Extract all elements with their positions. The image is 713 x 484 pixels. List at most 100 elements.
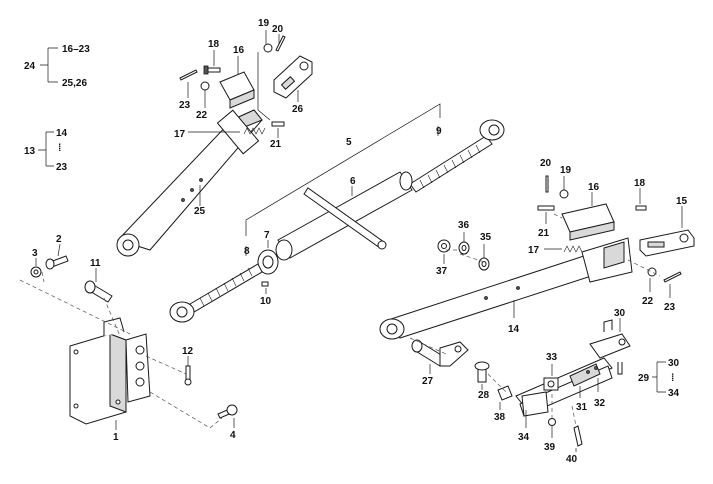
- group-24-range-top: 16–23: [62, 44, 90, 55]
- label-38: 38: [494, 412, 506, 423]
- pin-23-left: [179, 69, 198, 81]
- label-7: 7: [264, 230, 270, 241]
- top-link-body-6: [275, 171, 413, 261]
- label-4: 4: [230, 430, 236, 441]
- label-11: 11: [90, 258, 101, 269]
- nut-3: [30, 266, 42, 278]
- label-19-right: 19: [560, 165, 572, 176]
- label-12: 12: [182, 346, 194, 357]
- label-26: 26: [292, 104, 304, 115]
- bolt-2: [45, 255, 69, 270]
- washer-37: [437, 239, 451, 253]
- pin-40: [573, 425, 583, 447]
- label-16-left: 16: [233, 45, 245, 56]
- bolt-4: [217, 404, 238, 419]
- label-1: 1: [113, 432, 119, 443]
- pin-11: [84, 280, 113, 303]
- lock-nut-7: [257, 249, 279, 275]
- group-29-bottom: 34: [668, 388, 680, 399]
- label-30: 30: [614, 308, 626, 319]
- label-19-left: 19: [258, 18, 270, 29]
- top-link-end-8: [169, 263, 263, 323]
- group-29-mid: ⁞: [671, 373, 674, 384]
- label-31: 31: [576, 402, 588, 413]
- label-5: 5: [346, 137, 352, 148]
- bolt-18-left: [203, 65, 221, 75]
- pin-20-left: [275, 35, 286, 52]
- label-8: 8: [244, 246, 250, 257]
- label-32: 32: [594, 398, 606, 409]
- label-14: 14: [508, 324, 520, 335]
- label-33: 33: [546, 352, 558, 363]
- group-bracket-29: 29 30 ⁞ 34: [638, 358, 680, 399]
- label-21-right: 21: [538, 228, 550, 239]
- label-29: 29: [638, 373, 650, 384]
- label-6: 6: [350, 176, 356, 187]
- label-2: 2: [56, 234, 62, 245]
- label-17-right: 17: [528, 245, 540, 256]
- label-13: 13: [24, 146, 36, 157]
- screw-21-left: [271, 121, 285, 127]
- screw-21-right: [537, 205, 555, 211]
- pivot-pin-27: [411, 339, 469, 367]
- label-27: 27: [422, 376, 434, 387]
- group-29-top: 30: [668, 358, 680, 369]
- label-22-left: 22: [196, 110, 208, 121]
- bracket-30: [589, 319, 631, 375]
- label-21-left: 21: [270, 139, 282, 150]
- label-16-right: 16: [588, 182, 600, 193]
- label-40: 40: [566, 454, 578, 465]
- label-17-left: 17: [174, 129, 186, 140]
- label-37: 37: [436, 266, 448, 277]
- screw-28: [474, 361, 490, 383]
- pin-10: [261, 281, 269, 287]
- stabilizer-assembly-31-32: [515, 357, 613, 417]
- label-9: 9: [436, 126, 442, 137]
- pin-20-right: [545, 175, 549, 193]
- label-28: 28: [478, 390, 490, 401]
- label-18-left: 18: [208, 39, 220, 50]
- block-33: [543, 377, 559, 391]
- label-23-left: 23: [179, 100, 191, 111]
- label-3: 3: [32, 248, 38, 259]
- label-35: 35: [480, 232, 492, 243]
- label-36: 36: [458, 220, 470, 231]
- group-13-bottom: 23: [56, 162, 68, 173]
- pin-38: [497, 385, 513, 401]
- washer-35: [478, 257, 490, 271]
- label-39: 39: [544, 442, 556, 453]
- plate-15: [639, 229, 695, 257]
- group-24-range-bottom: 25,26: [62, 78, 87, 89]
- washer-19-left: [263, 43, 273, 53]
- pin-12: [184, 365, 192, 386]
- top-link-end-9: [409, 119, 505, 193]
- label-18-right: 18: [634, 178, 646, 189]
- washer-22-right: [647, 267, 657, 277]
- spring-17-right: [563, 245, 583, 253]
- label-20-right: 20: [540, 158, 552, 169]
- bracket-16-left: [219, 71, 255, 109]
- label-23-right: 23: [664, 302, 676, 313]
- washer-22-left: [200, 81, 210, 91]
- pin-23-right: [663, 271, 682, 283]
- group-13-top: 14: [56, 128, 68, 139]
- label-34: 34: [518, 432, 530, 443]
- label-15: 15: [676, 196, 688, 207]
- group-bracket-24: 24 16–23 25,26: [24, 44, 90, 89]
- spring-17-left: [243, 127, 266, 135]
- lower-link-arm-right: [379, 237, 633, 340]
- label-25: 25: [194, 206, 206, 217]
- bolt-18-right: [635, 205, 647, 211]
- label-20-left: 20: [272, 24, 284, 35]
- label-10: 10: [260, 296, 272, 307]
- label-22-right: 22: [642, 296, 654, 307]
- mounting-bracket-1: [69, 317, 151, 425]
- bracket-16-right: [561, 203, 615, 241]
- washer-39: [548, 418, 556, 426]
- group-13-mid: ⁞: [58, 143, 61, 154]
- plate-26: [273, 55, 313, 99]
- washer-19-right: [559, 189, 569, 199]
- label-24: 24: [24, 61, 36, 72]
- washer-36: [458, 241, 470, 255]
